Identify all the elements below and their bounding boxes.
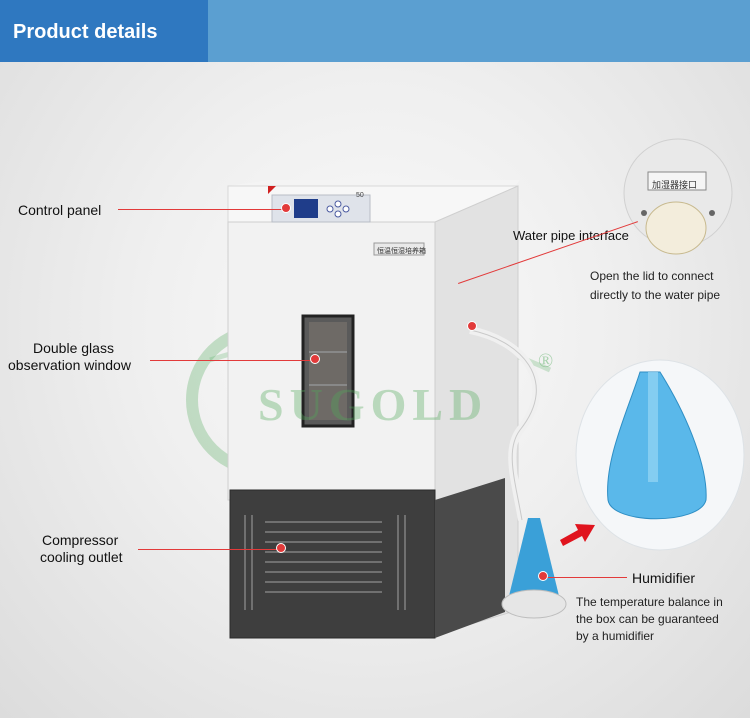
humidifier-base	[501, 589, 567, 619]
humidifier-marker	[538, 571, 548, 581]
control-display	[294, 199, 318, 218]
humidifier-bottle	[508, 518, 560, 600]
water-pipe-note-line2: directly to the water pipe	[590, 288, 721, 302]
compressor-leader	[138, 549, 278, 550]
panel-corner-mark	[268, 186, 276, 194]
compressor-base	[229, 489, 436, 639]
compressor-label-line1: Compressor	[42, 532, 119, 548]
control-button-3	[342, 205, 350, 213]
humidifier-label: Humidifier	[632, 570, 696, 586]
window-glass	[309, 322, 347, 420]
compressor-side	[435, 478, 505, 638]
window-marker	[310, 354, 320, 364]
humidifier-zoom-tube	[648, 372, 658, 482]
humidifier-note-line3: by a humidifier	[576, 629, 655, 643]
control-panel-marker	[281, 203, 291, 213]
humidifier-note-line1: The temperature balance in	[576, 595, 723, 609]
page-title: Product details	[13, 21, 158, 43]
control-button-1	[334, 200, 342, 208]
humidifier-note-line2: the box can be guaranteed	[576, 612, 719, 626]
humidifier-leader	[547, 577, 627, 578]
door-plate	[373, 242, 425, 256]
inlet-screw-left	[641, 210, 647, 216]
arrow-right-icon	[560, 524, 595, 546]
control-button-4	[326, 205, 334, 213]
panel-number: 50	[356, 192, 364, 199]
door-plate-text: 恒温恒湿培养箱	[377, 247, 426, 255]
window-label-line2: observation window	[8, 357, 131, 373]
brand-watermark: SUGOLD	[258, 379, 489, 430]
inlet-label-text: 加湿器接口	[652, 181, 698, 191]
inlet-screw-right	[709, 210, 715, 216]
water-pipe-label: Water pipe interface	[513, 228, 629, 243]
control-panel-label: Control panel	[18, 202, 102, 218]
water-pipe-marker	[467, 321, 477, 331]
compressor-label-line2: cooling outlet	[40, 549, 123, 565]
water-pipe-note-line1: Open the lid to connect	[590, 269, 714, 283]
cooling-vents	[244, 515, 406, 610]
header-title-block	[0, 0, 208, 62]
control-button-2	[334, 210, 342, 218]
registered-mark: ®	[538, 350, 554, 372]
header-banner: Product details	[0, 0, 750, 62]
control-panel-leader	[118, 209, 284, 210]
window-leader	[150, 360, 312, 361]
compressor-marker	[276, 543, 286, 553]
inlet-label-plate	[647, 171, 707, 191]
inlet-cap	[645, 201, 707, 255]
window-label-line1: Double glass	[33, 340, 114, 356]
water-hose-outline	[469, 329, 537, 521]
